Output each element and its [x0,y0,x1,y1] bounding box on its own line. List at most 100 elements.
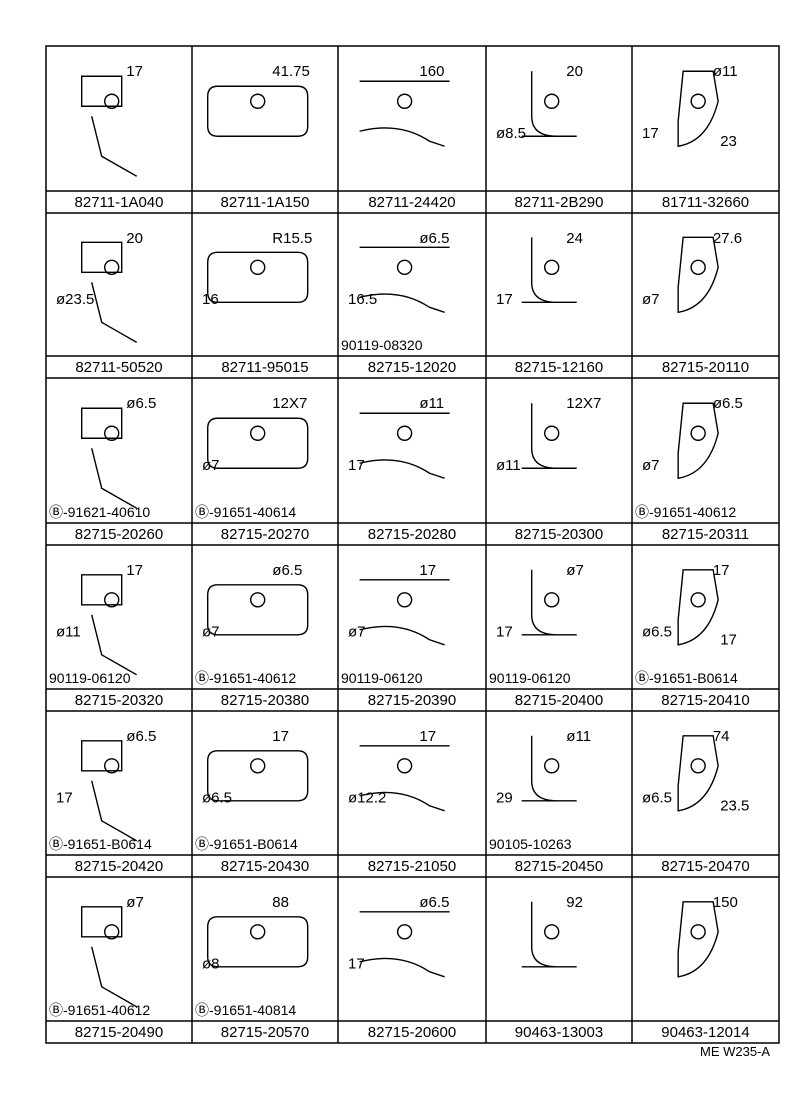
dimension-label: ø11 [56,623,81,640]
mounting-hole [690,425,706,441]
part-number: 82715-20600 [368,1024,456,1041]
mounting-hole [544,93,560,109]
part-drawing [677,70,719,148]
dimension-label: 41.75 [272,63,310,80]
dimension-label: ø23.5 [56,291,94,308]
part-drawing [677,236,719,314]
part-drawing [207,916,309,968]
dimension-label: ø11 [713,63,738,80]
dimension-label: 12X7 [272,395,307,412]
fastener-callout: Ⓑ-91651-40814 [195,1002,296,1018]
part-number: 82715-20400 [515,692,603,709]
dimension-label: 20 [566,63,583,80]
mounting-hole [690,924,706,940]
mounting-hole [103,592,120,608]
part-drawing [81,241,138,343]
mounting-hole [103,93,120,109]
dimension-label: 92 [566,894,583,911]
dimension-label: ø11 [419,395,444,412]
part-number: 82715-20280 [368,526,456,543]
part-drawing [521,237,577,304]
fastener-callout: Ⓑ-91651-B0614 [635,670,738,686]
part-number: 82715-12020 [368,359,456,376]
dimension-label: ø7 [642,291,660,308]
part-drawing [81,906,138,1008]
dimension-label: 17 [348,955,365,972]
mounting-hole [544,924,560,940]
dimension-label: 17 [642,125,659,142]
mounting-hole [103,259,120,276]
part-drawing [677,901,719,978]
part-drawing [81,75,138,177]
dimension-label: 17 [126,562,143,579]
fastener-callout: Ⓑ-91651-B0614 [195,836,298,852]
part-number: 82715-12160 [515,359,603,376]
dimension-label: 17 [713,562,730,579]
dimension-label: 16 [202,291,219,308]
mounting-hole [396,924,413,940]
fastener-callout: 90119-06120 [489,670,571,686]
mounting-hole [396,592,413,608]
mounting-hole [544,425,560,441]
dimension-label: ø11 [566,728,591,745]
part-number: 82715-20430 [221,858,309,875]
dimension-label: 29 [496,789,513,806]
dimension-label: 23 [720,133,737,150]
dimension-label: 17 [272,728,289,745]
part-drawing [359,246,450,314]
part-drawing [521,735,577,802]
part-number: 82715-20490 [75,1024,163,1041]
mounting-hole [103,758,120,774]
part-number: 82715-20300 [515,526,603,543]
mounting-hole [396,425,413,441]
fastener-callout: Ⓑ-91651-40612 [195,670,296,686]
dimension-label: ø8 [202,955,220,972]
mounting-hole [396,758,413,774]
part-drawing [81,407,138,509]
part-drawing [677,569,719,646]
mounting-hole [103,924,120,940]
fastener-callout: Ⓑ-91651-B0614 [49,836,152,852]
fastener-callout: Ⓑ-91621-40610 [49,504,150,520]
fastener-callout: 90119-06120 [49,670,131,686]
sheet-code: ME W235-A [700,1044,771,1059]
part-number: 90463-12014 [661,1024,749,1041]
part-drawing [359,412,450,479]
part-cell: 41.75 82711-1A150 [207,63,310,211]
dimension-label: 17 [720,632,737,649]
dimension-label: ø6.5 [642,623,672,640]
dimension-label: 17 [419,562,436,579]
dimension-label: 24 [566,230,583,247]
part-number: 82715-20311 [662,526,749,543]
part-number: 82711-1A150 [221,194,310,211]
part-number: 82715-20420 [75,858,163,875]
fastener-callout: 90119-08320 [341,337,423,353]
parts-grid [45,45,780,1044]
dimension-label: 27.6 [713,230,742,247]
dimension-label: ø6.5 [202,789,232,806]
part-number: 82711-95015 [221,359,308,376]
dimension-label: 17 [56,789,73,806]
mounting-hole [690,259,706,276]
dimension-label: ø6.5 [126,395,156,412]
dimension-label: 12X7 [566,395,601,412]
part-drawing [207,417,309,469]
mounting-hole [690,592,706,608]
fastener-callout: 90105-10263 [489,836,572,852]
